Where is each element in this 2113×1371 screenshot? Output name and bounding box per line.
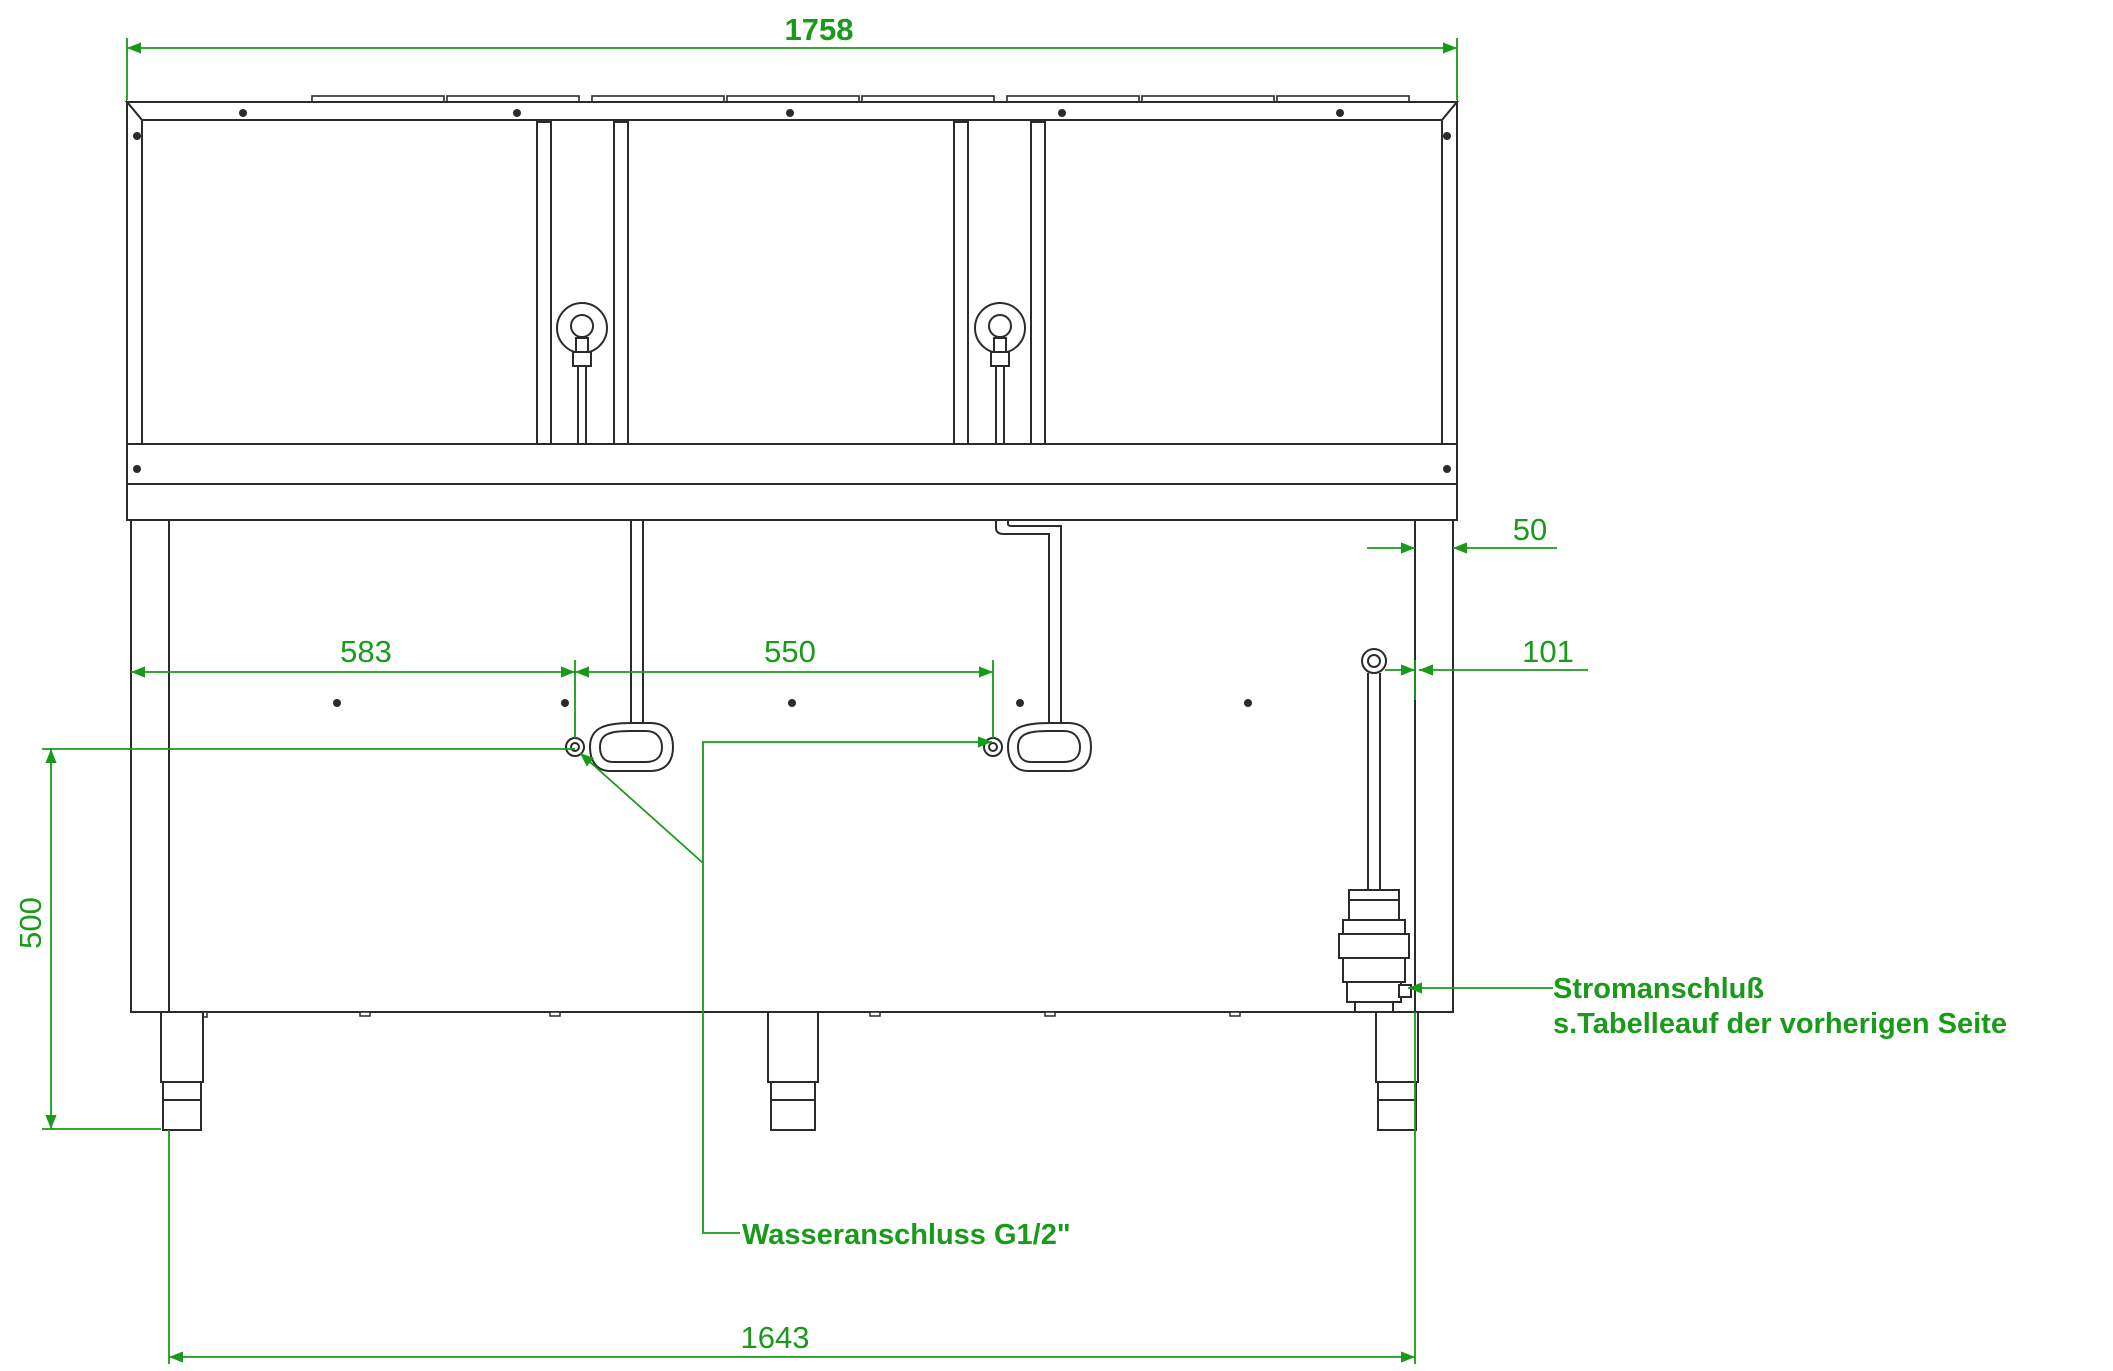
- lower-pipe-left: [565, 520, 675, 772]
- legs: [160, 1011, 1419, 1131]
- lower-cabinet: [130, 519, 1454, 1013]
- power-connection-label: Stromanschluß: [1553, 973, 1764, 1005]
- right-side-profile: [1441, 99, 1458, 447]
- water-connection-label: Wasseranschluss G1/2": [742, 1219, 1071, 1251]
- callout-labels: Wasseranschluss G1/2" Stromanschluß s.Ta…: [742, 973, 2007, 1251]
- dim-left-to-first-inlet: 583: [340, 634, 392, 669]
- appliance-details: [133, 109, 1451, 1013]
- screws: [133, 109, 1451, 707]
- upper-valve-right: [974, 302, 1026, 444]
- dim-post-width: 50: [1513, 512, 1547, 547]
- dim-leg-width: 1643: [741, 1320, 810, 1355]
- left-corner-post: [130, 519, 170, 1013]
- appliance-outline: [124, 95, 1460, 1131]
- dim-overall-width: 1758: [785, 12, 854, 47]
- dimension-lines: [42, 38, 1588, 1364]
- dim-inlet-height: 500: [13, 897, 48, 949]
- leader-lines: [579, 736, 1553, 1234]
- upper-valve-left: [556, 302, 608, 444]
- power-connection-note: s.Tabelleauf der vorherigen Seite: [1553, 1008, 2007, 1040]
- shelf-band: [126, 443, 1458, 485]
- dim-right-to-power: 101: [1522, 634, 1574, 669]
- top-cabinet: [141, 119, 1443, 445]
- shelf-lower-band: [126, 483, 1458, 521]
- dim-inlet-spacing: 550: [764, 634, 816, 669]
- dimension-labels: 1758 583 550 50 101 500 1643: [13, 12, 1574, 1355]
- lower-pipe-right: [983, 520, 1093, 772]
- right-corner-post: [1414, 519, 1454, 1013]
- left-side-profile: [126, 99, 143, 447]
- lid-strips: [311, 95, 1410, 103]
- power-connector: [1338, 648, 1412, 1013]
